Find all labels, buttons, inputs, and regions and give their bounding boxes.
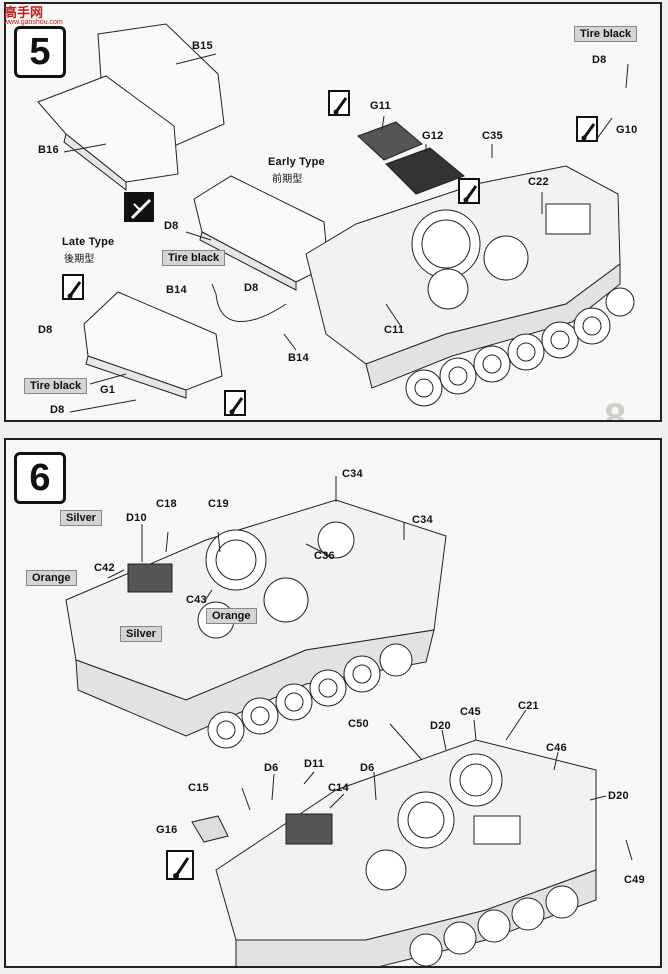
label-g16: G16 (156, 824, 178, 836)
label-tire-black-left: Tire black (24, 378, 88, 394)
label-g11: G11 (370, 100, 391, 112)
label-c42: C42 (94, 562, 115, 574)
label-d11: D11 (304, 758, 325, 770)
label-c19: C19 (208, 498, 229, 510)
label-d8-bottom: D8 (50, 404, 65, 416)
label-silver-b: Silver (120, 626, 162, 642)
watermark-brand: 高手网 (4, 5, 44, 20)
label-c18: C18 (156, 498, 177, 510)
label-g10: G10 (616, 124, 638, 136)
label-c50: C50 (348, 718, 369, 730)
label-c21: C21 (518, 700, 539, 712)
label-tire-black-mid: Tire black (162, 250, 226, 266)
label-c46: C46 (546, 742, 567, 754)
label-c36: C36 (314, 550, 335, 562)
step-6-number: 6 (14, 452, 66, 504)
label-b14-a: B14 (166, 284, 187, 296)
label-d20-a: D20 (430, 720, 451, 732)
label-d10: D10 (126, 512, 147, 524)
label-c11: C11 (384, 324, 405, 336)
step-5-number: 5 (14, 26, 66, 78)
label-silver-a: Silver (60, 510, 102, 526)
label-late-type: Late Type (62, 236, 115, 248)
label-c14: C14 (328, 782, 349, 794)
label-g1: G1 (100, 384, 116, 396)
label-early-type: Early Type (268, 156, 325, 168)
label-c34-a: C34 (342, 468, 363, 480)
paint-brush-icon (224, 390, 246, 416)
paint-brush-icon (458, 178, 480, 204)
label-d8-left: D8 (38, 324, 53, 336)
label-c35: C35 (482, 130, 503, 142)
paint-brush-icon (328, 90, 350, 116)
step-6-drawing (65, 476, 633, 966)
no-cement-icon (124, 192, 154, 222)
step-5-panel: 5 8 (4, 2, 662, 422)
label-b16: B16 (38, 144, 59, 156)
label-d6-a: D6 (264, 762, 279, 774)
label-early-type-cn: 前期型 (272, 174, 303, 185)
label-d8-mid: D8 (164, 220, 179, 232)
label-b14-b: B14 (288, 352, 309, 364)
step-5-drawing (37, 23, 635, 413)
label-c15: C15 (188, 782, 209, 794)
label-d8-top: D8 (592, 54, 607, 66)
label-c34-b: C34 (412, 514, 433, 526)
watermark-logo: 高手网 www.gaoshou.com (4, 2, 63, 26)
label-d20-b: D20 (608, 790, 629, 802)
step-6-panel: 6 (4, 438, 662, 968)
label-c43: C43 (186, 594, 207, 606)
label-d8-mid2: D8 (244, 282, 259, 294)
label-g12: G12 (422, 130, 444, 142)
paint-brush-icon (166, 850, 194, 880)
label-orange-a: Orange (26, 570, 77, 586)
label-c49: C49 (624, 874, 645, 886)
label-orange-b: Orange (206, 608, 257, 624)
paint-brush-icon (62, 274, 84, 300)
label-late-type-cn: 後期型 (64, 254, 95, 265)
label-c22: C22 (528, 176, 549, 188)
watermark-site: www.gaoshou.com (4, 19, 63, 26)
label-d6-b: D6 (360, 762, 375, 774)
label-tire-black-top: Tire black (574, 26, 638, 42)
paint-brush-icon (576, 116, 598, 142)
label-c45: C45 (460, 706, 481, 718)
label-b15: B15 (192, 40, 213, 52)
next-step-ghost: 8 (604, 396, 627, 422)
